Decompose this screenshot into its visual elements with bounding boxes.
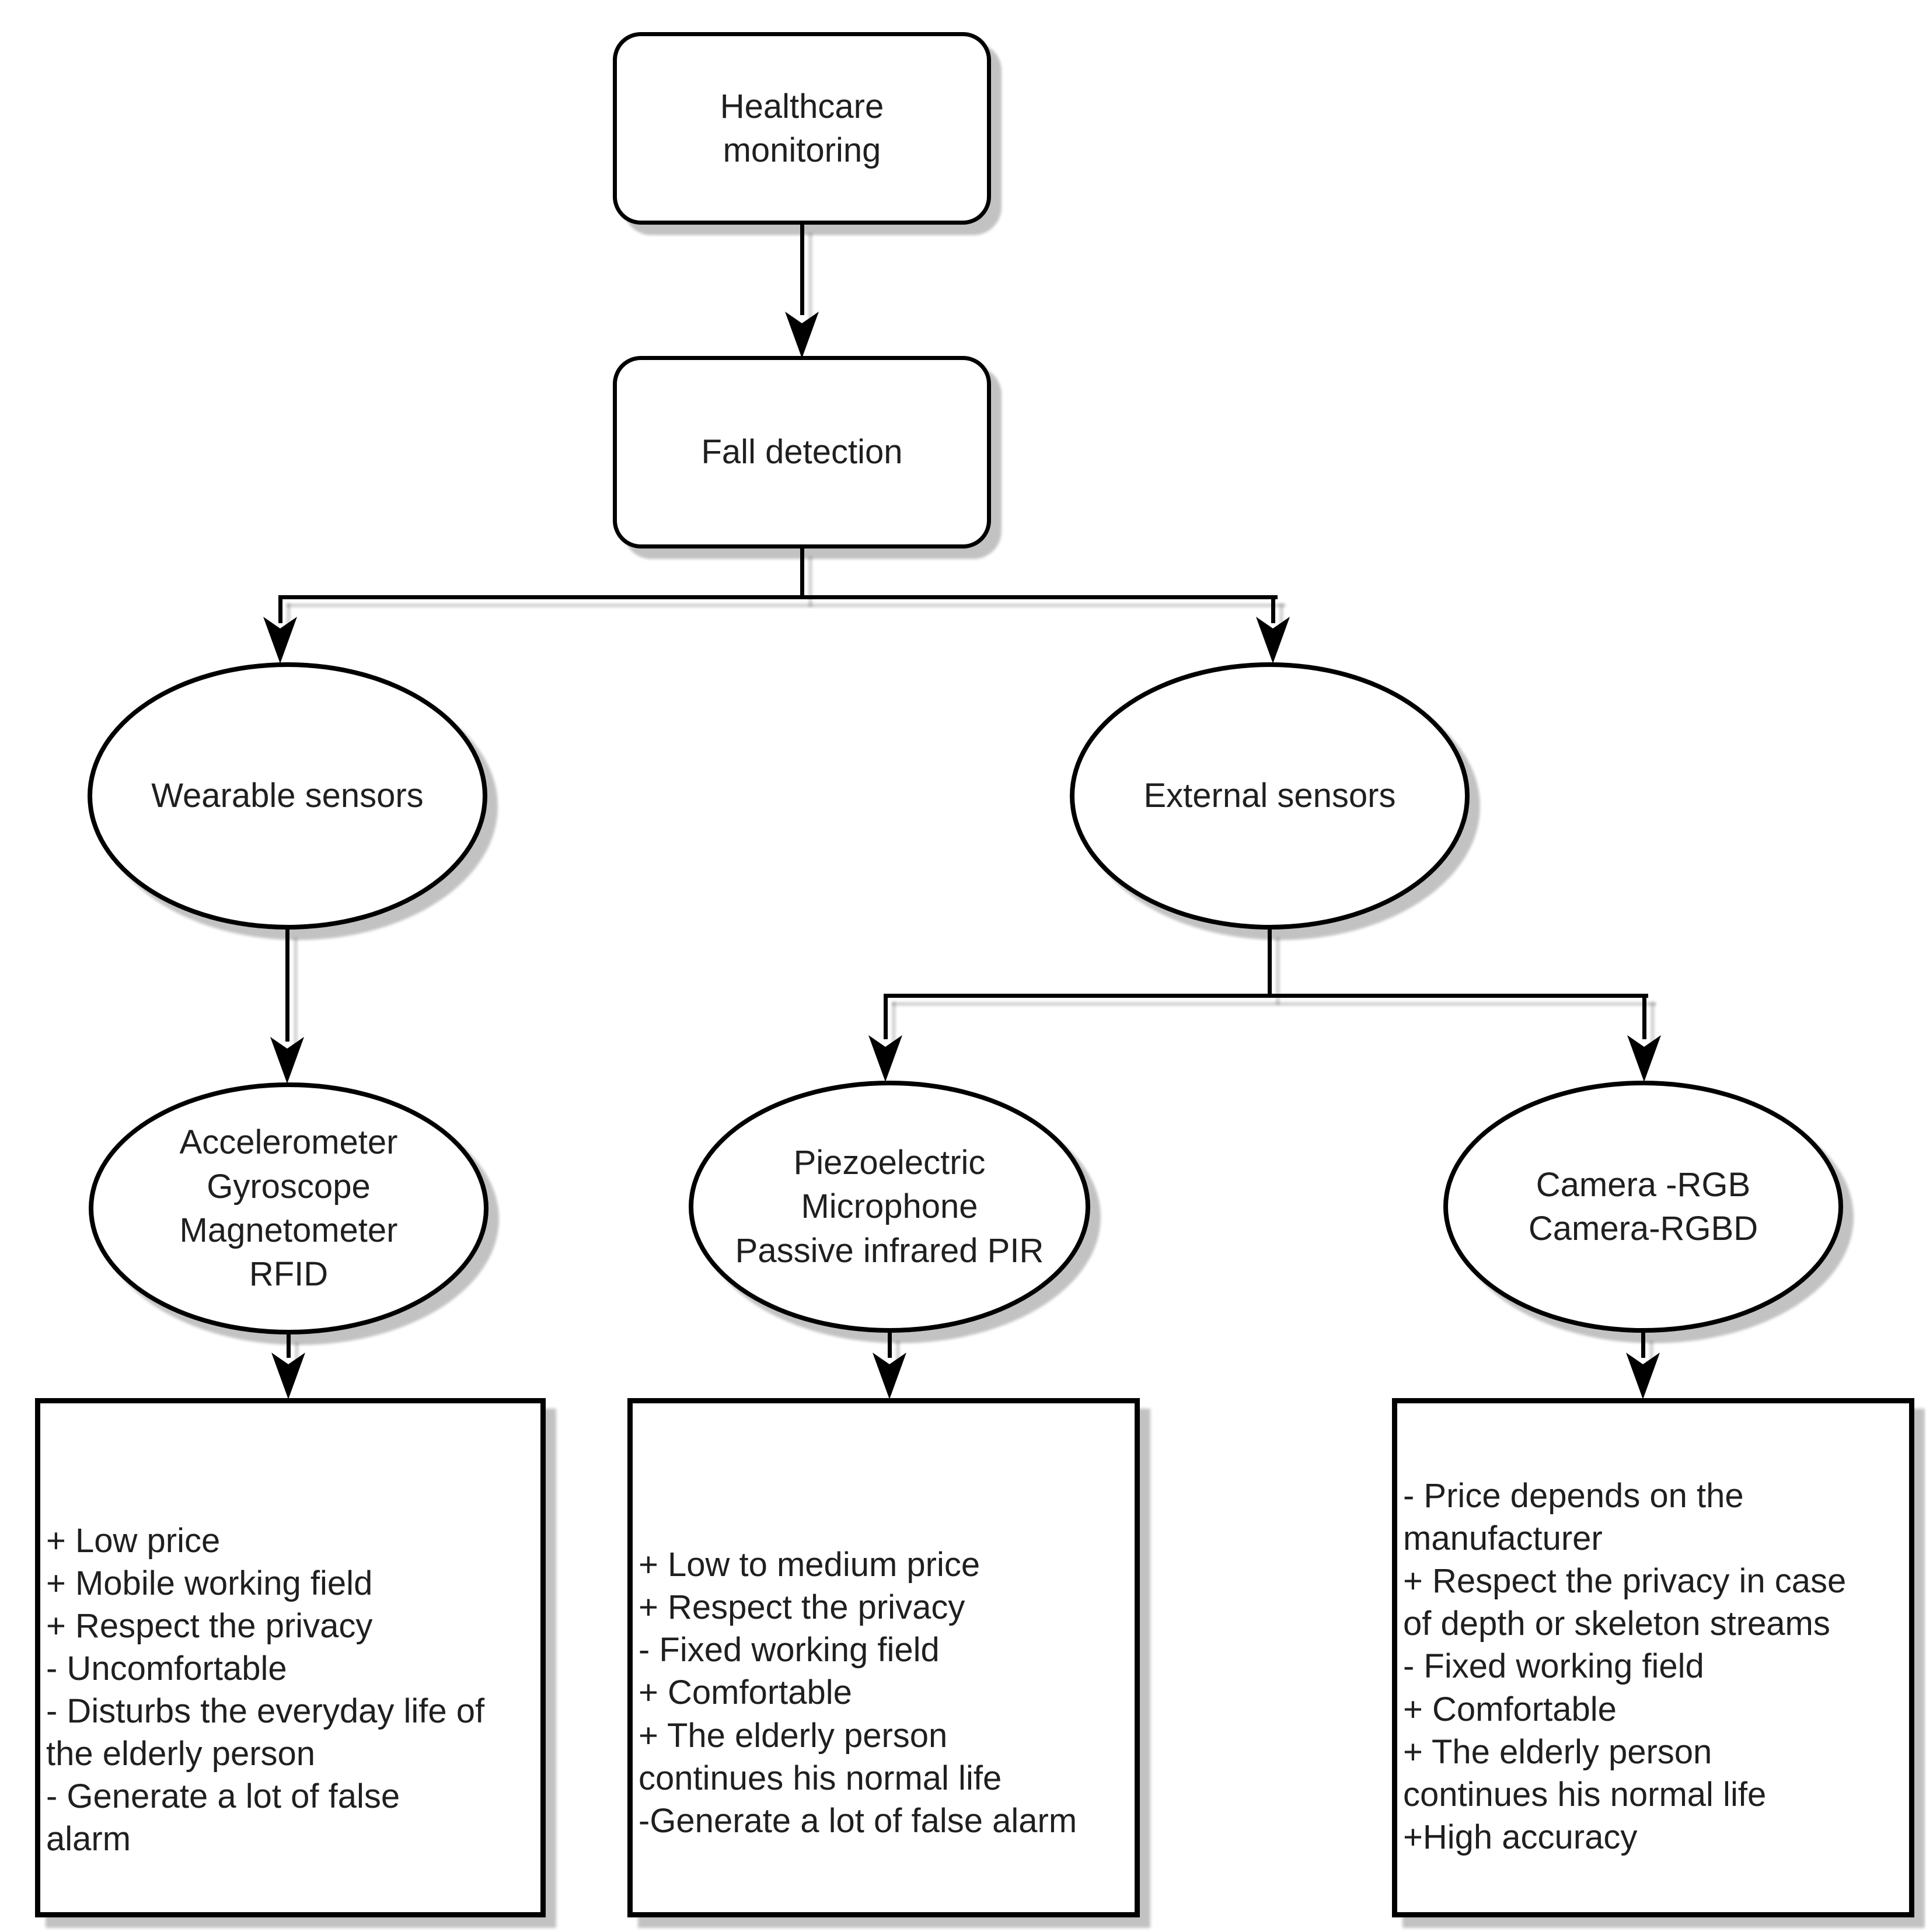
node-wearable-sensors-label: Wearable sensors [151, 777, 424, 815]
node-external-sensors-label: External sensors [1143, 777, 1396, 815]
node-camera-sensor-types: Camera -RGB Camera-RGBD [1443, 1081, 1843, 1333]
arrowhead-icon [1626, 1353, 1660, 1399]
node-ambient-sensor-types: Piezoelectric Microphone Passive infrare… [689, 1081, 1090, 1333]
arrowhead-icon [785, 312, 819, 358]
arrowhead-icon [263, 617, 297, 663]
connector-line [278, 595, 1278, 599]
connector-line [800, 225, 804, 315]
node-camera-sensor-types-label: Camera -RGB Camera-RGBD [1528, 1165, 1758, 1248]
arrowhead-icon [1256, 617, 1290, 663]
arrowhead-icon [270, 1037, 304, 1084]
connector-line [800, 548, 804, 599]
box-camera-pros-cons: - Price depends on the manufacturer + Re… [1392, 1398, 1914, 1917]
node-wearable-sensor-types: Accelerometer Gyroscope Magnetometer RFI… [89, 1082, 489, 1334]
connector-line [278, 595, 282, 623]
arrowhead-icon [271, 1353, 305, 1399]
node-healthcare-monitoring: Healthcare monitoring [613, 32, 991, 225]
connector-line [884, 994, 1648, 998]
connector-line [888, 1333, 892, 1358]
box-ambient-pros-cons: + Low to medium price + Respect the priv… [627, 1398, 1140, 1917]
connector-line [1642, 994, 1646, 1039]
node-fall-detection-label: Fall detection [701, 433, 903, 471]
arrowhead-icon [873, 1353, 906, 1399]
ambient-pros-cons-list: + Low to medium price + Respect the priv… [638, 1546, 1077, 1840]
camera-pros-cons-list: - Price depends on the manufacturer + Re… [1403, 1477, 1847, 1856]
connector-line [1271, 595, 1275, 623]
arrowhead-icon [1627, 1035, 1661, 1082]
connector-line [285, 930, 289, 1042]
box-wearable-pros-cons: + Low price + Mobile working field + Res… [35, 1398, 546, 1917]
connector-line [1641, 1333, 1645, 1358]
node-fall-detection: Fall detection [613, 356, 991, 548]
arrowhead-icon [868, 1035, 902, 1082]
node-wearable-sensor-types-label: Accelerometer Gyroscope Magnetometer RFI… [179, 1123, 398, 1294]
connector-line [884, 994, 888, 1039]
connector-line [287, 1334, 291, 1358]
connector-line [1268, 930, 1272, 997]
node-ambient-sensor-types-label: Piezoelectric Microphone Passive infrare… [735, 1143, 1044, 1270]
node-wearable-sensors: Wearable sensors [88, 662, 487, 930]
node-external-sensors: External sensors [1070, 662, 1470, 930]
node-healthcare-monitoring-label: Healthcare monitoring [720, 87, 884, 169]
wearable-pros-cons-list: + Low price + Mobile working field + Res… [46, 1521, 485, 1858]
